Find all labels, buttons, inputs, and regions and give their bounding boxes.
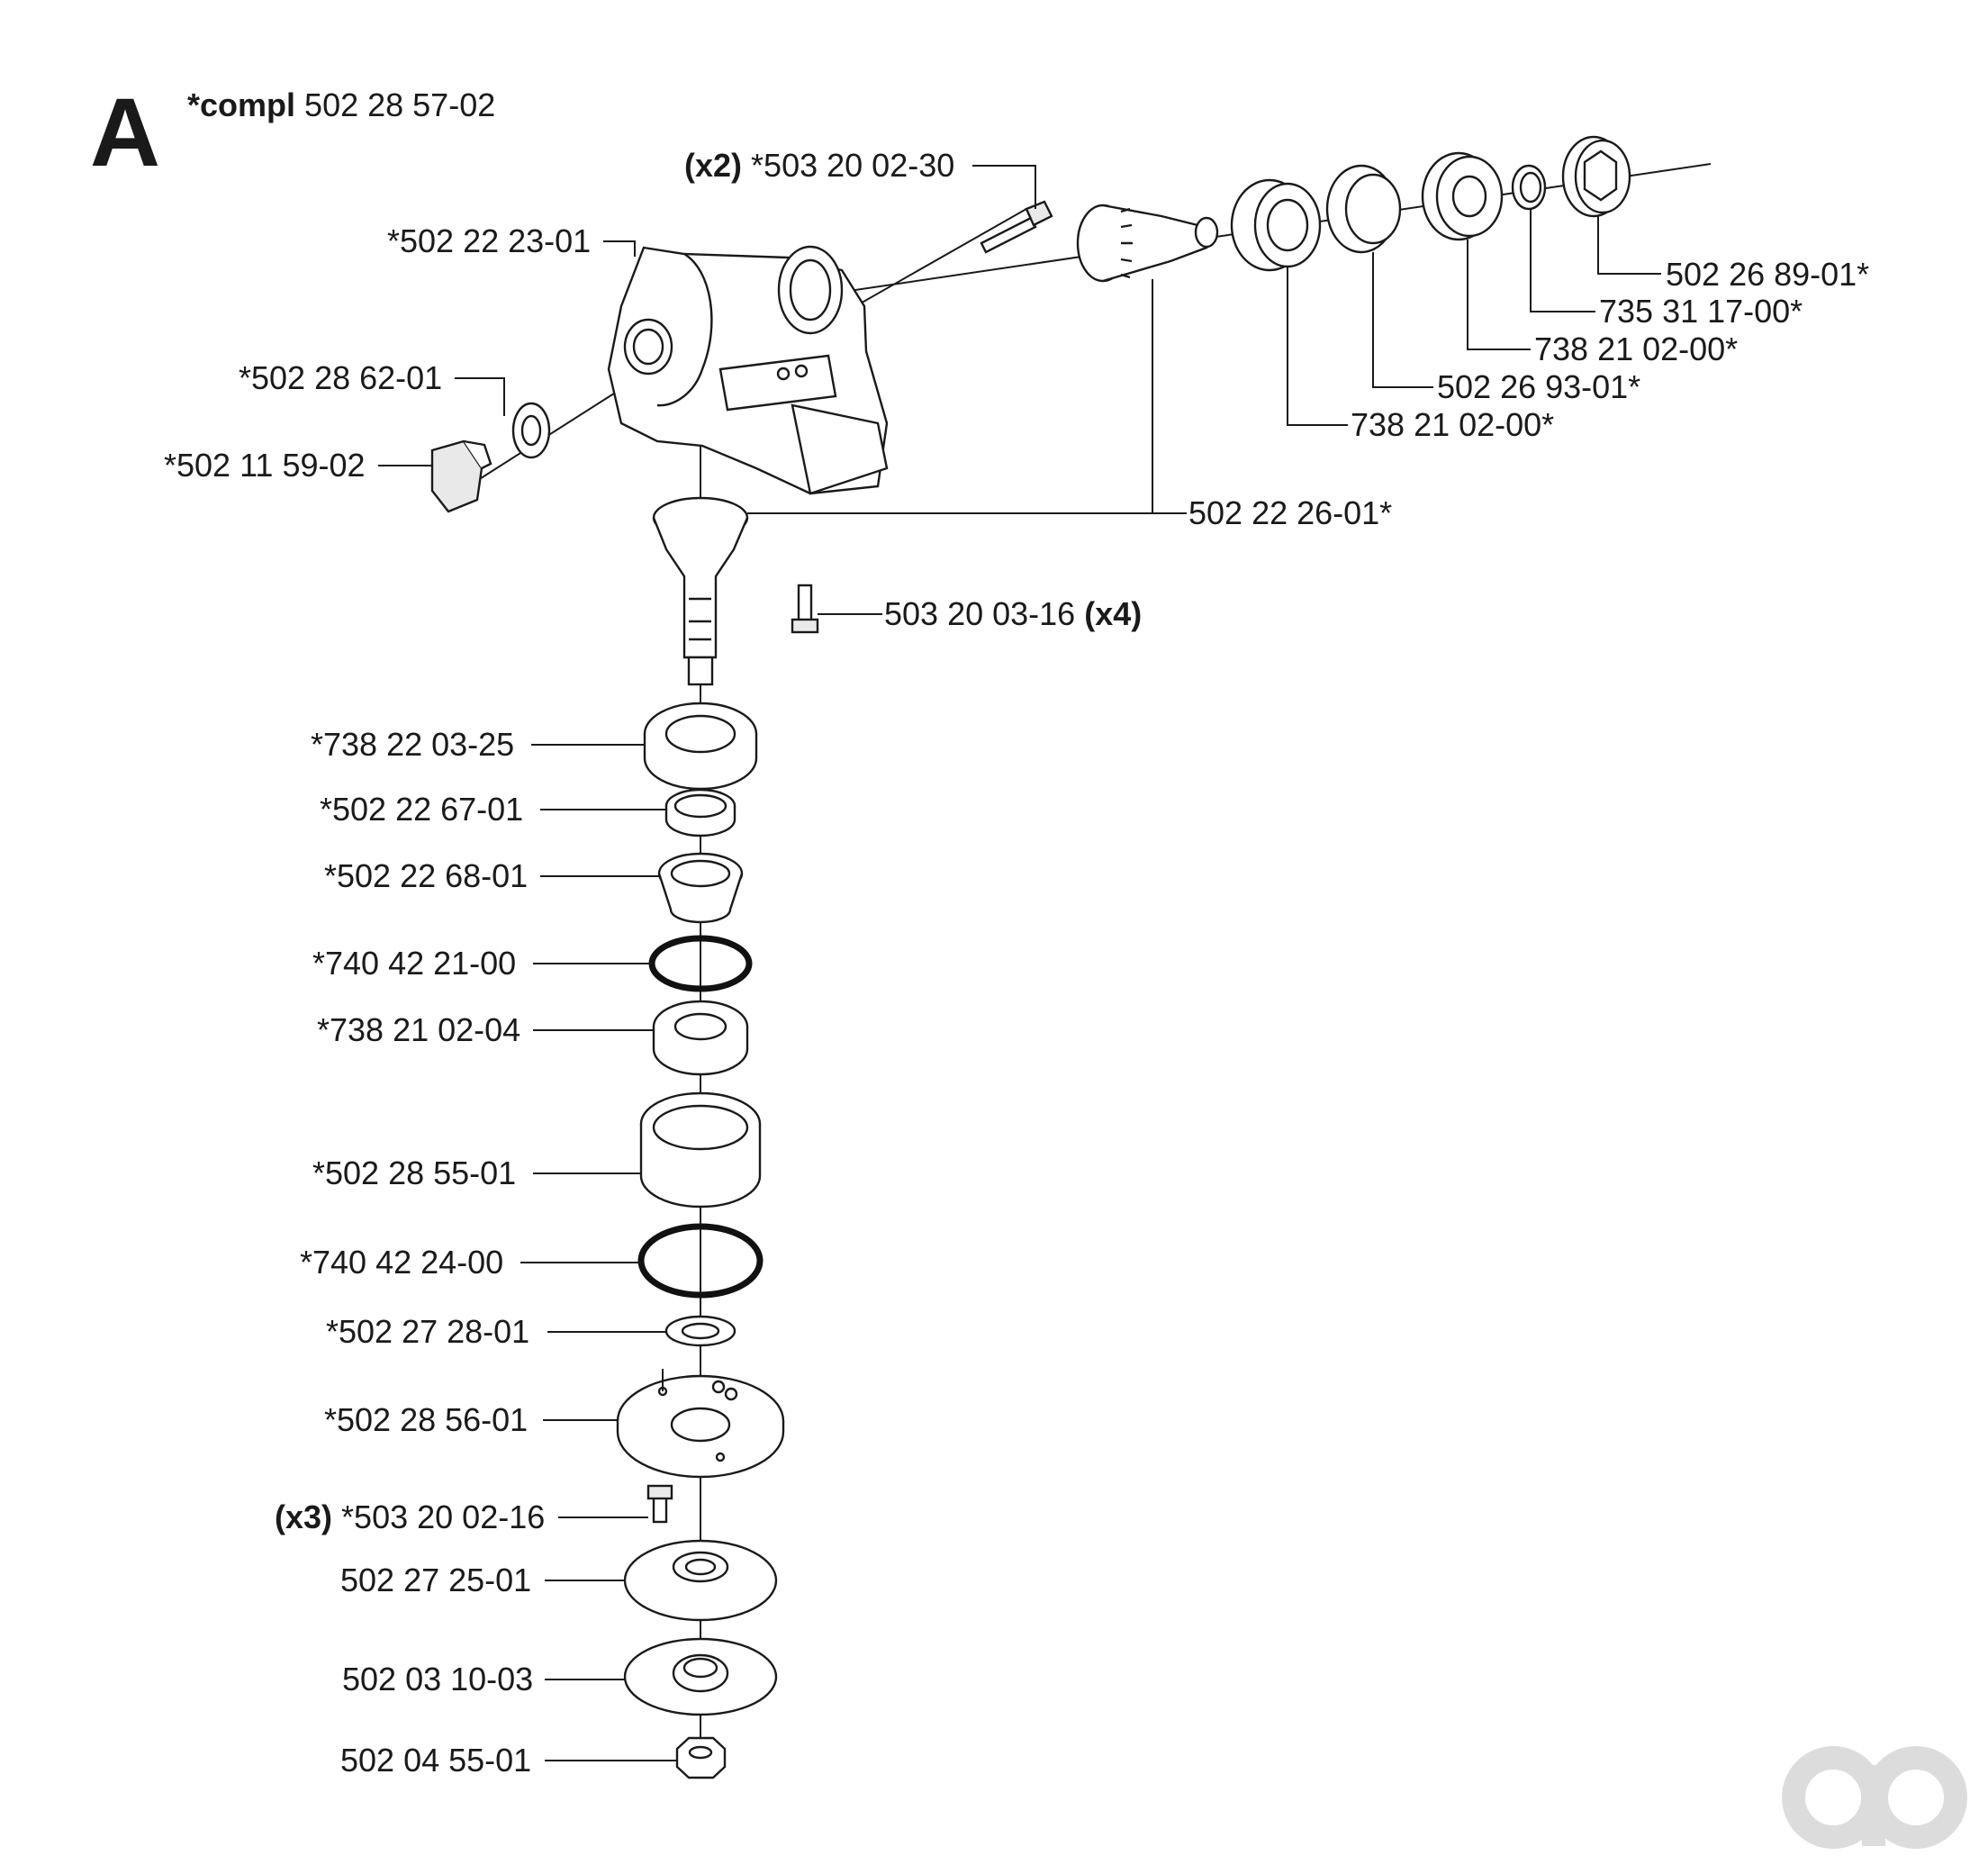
label-oring-2: *740 42 24-00 [300, 1244, 504, 1281]
label-plug: *502 11 59-02 [164, 447, 366, 484]
oring-2 [637, 1223, 764, 1299]
label-washer-low: *502 27 28-01 [326, 1313, 530, 1350]
label-drive-disc: 502 27 25-01 [340, 1562, 532, 1598]
plug-washer [511, 402, 551, 459]
label-screw-x4: 503 20 03-16 (x4) [884, 595, 1142, 633]
label-ring-1: *502 22 67-01 [320, 791, 524, 828]
label-sleeve: *502 28 55-01 [312, 1154, 517, 1191]
label-oring-1: *740 42 21-00 [312, 945, 517, 982]
label-screw-x3: (x3) *503 20 02-16 [275, 1498, 545, 1536]
label-nut-top: 502 26 89-01* [1666, 256, 1870, 293]
cover [616, 1369, 785, 1479]
label-bearing-a: 738 21 02-00* [1534, 330, 1739, 367]
section-letter: A [90, 77, 160, 186]
screw-x3 [646, 1484, 673, 1524]
ring-2 [657, 852, 744, 924]
part-number: *503 20 02-16 [341, 1498, 546, 1535]
label-screw-x2: (x2) *503 20 02-30 [684, 147, 954, 185]
bearing-low [643, 702, 758, 791]
circlip-top [1511, 164, 1547, 211]
label-bearing-b: 738 21 02-00* [1351, 406, 1555, 443]
nut-low [675, 1736, 727, 1779]
ap-logo-icon [1782, 1746, 1967, 1849]
nut-top [1561, 135, 1631, 218]
complete-assembly-label: *compl 502 28 57-02 [187, 86, 495, 124]
qty-x2: (x2) [684, 147, 743, 184]
gear-housing [607, 245, 889, 495]
label-bearing-low: *738 22 03-25 [311, 726, 515, 763]
support-cup [623, 1637, 778, 1716]
label-bearing-2: *738 21 02-04 [317, 1011, 521, 1048]
label-cover: *502 28 56-01 [324, 1401, 529, 1438]
leader-lines [378, 165, 1661, 1761]
compl-prefix: *compl [187, 86, 296, 123]
screw-top [980, 200, 1053, 254]
washer-low [664, 1315, 736, 1347]
label-gear-set: 502 22 26-01* [1188, 494, 1393, 531]
label-spacer-ring: 502 26 93-01* [1437, 368, 1641, 405]
label-ring-2: *502 22 68-01 [324, 857, 529, 894]
spacer-ring-top [1325, 164, 1402, 254]
compl-number: 502 28 57-02 [304, 86, 496, 123]
part-number: *503 20 02-30 [751, 147, 955, 184]
label-support-cup: 502 03 10-03 [342, 1661, 534, 1698]
bearing-top-1 [1230, 178, 1322, 272]
bearing-top-2 [1421, 151, 1504, 241]
qty-x4: (x4) [1084, 595, 1143, 632]
qty-x3: (x3) [275, 1498, 333, 1535]
label-housing: *502 22 23-01 [387, 222, 592, 259]
drive-disc [623, 1539, 778, 1622]
label-circlip: 735 31 17-00* [1599, 293, 1803, 330]
plug [430, 439, 492, 513]
ring-1 [664, 788, 736, 837]
screw-x4 [791, 584, 819, 634]
bearing-2 [652, 1000, 749, 1076]
pinion-gear-top [1076, 204, 1219, 283]
label-nut-low: 502 04 55-01 [340, 1742, 532, 1779]
part-number: 503 20 03-16 [884, 595, 1076, 632]
sleeve [639, 1091, 762, 1209]
bevel-gear-vertical [652, 496, 749, 686]
label-washer-plug: *502 28 62-01 [239, 359, 443, 396]
